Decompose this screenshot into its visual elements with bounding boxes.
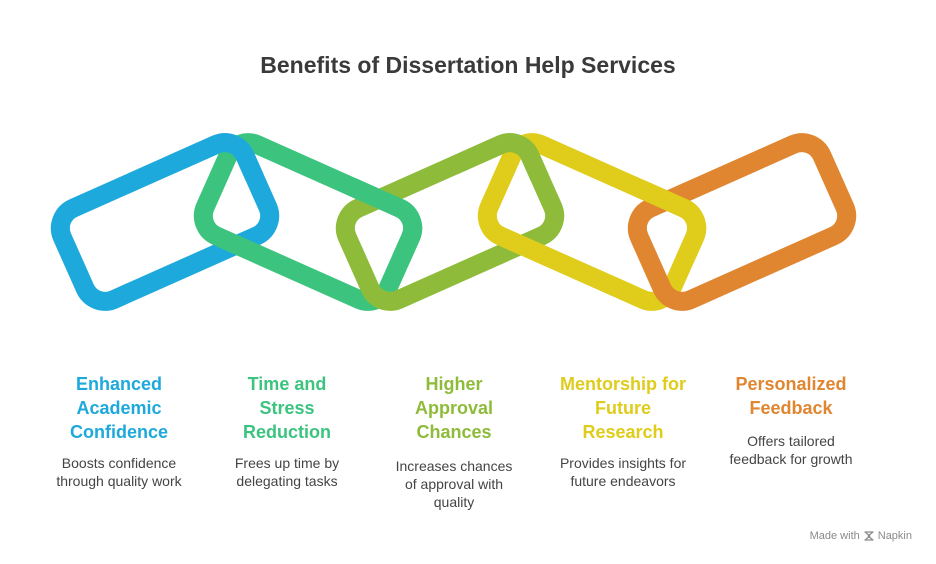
benefit-time-and-stress-reduction: Time and Stress Reduction Frees up time … (202, 372, 372, 490)
chain-links (50, 133, 857, 311)
chain-link-1 (50, 133, 280, 311)
napkin-logo-icon (864, 531, 874, 541)
benefit-enhanced-academic-confidence: Enhanced Academic Confidence Boosts conf… (34, 372, 204, 490)
benefit-description: Increases chances of approval with quali… (395, 458, 513, 510)
made-with-napkin-footer[interactable]: Made with Napkin (810, 530, 912, 542)
benefit-description: Boosts confidence through quality work (56, 455, 182, 489)
chain-link-4 (477, 133, 707, 311)
made-with-label: Made with (809, 530, 860, 542)
napkin-brand: Napkin (877, 530, 912, 542)
benefit-higher-approval-chances: Higher Approval Chances Increases chance… (369, 372, 539, 511)
diagram-title: Benefits of Dissertation Help Services (260, 52, 676, 78)
benefit-title: Personalized Feedback (735, 374, 847, 418)
benefit-description: Frees up time by delegating tasks (234, 455, 340, 489)
benefit-title: Time and Stress Reduction (243, 374, 331, 442)
benefit-mentorship-for-future-research: Mentorship for Future Research Provides … (538, 372, 708, 490)
benefit-title: Mentorship for Future Research (560, 374, 686, 442)
chain-link-2 (193, 133, 423, 311)
benefit-description: Offers tailored feedback for growth (729, 433, 853, 467)
benefit-description: Provides insights for future endeavors (559, 455, 687, 489)
benefit-personalized-feedback: Personalized Feedback Offers tailored fe… (706, 372, 876, 468)
benefit-title: Higher Approval Chances (414, 374, 493, 442)
chain-link-3 (335, 133, 565, 311)
benefit-title: Enhanced Academic Confidence (69, 374, 168, 442)
chain-link-5 (627, 133, 857, 311)
